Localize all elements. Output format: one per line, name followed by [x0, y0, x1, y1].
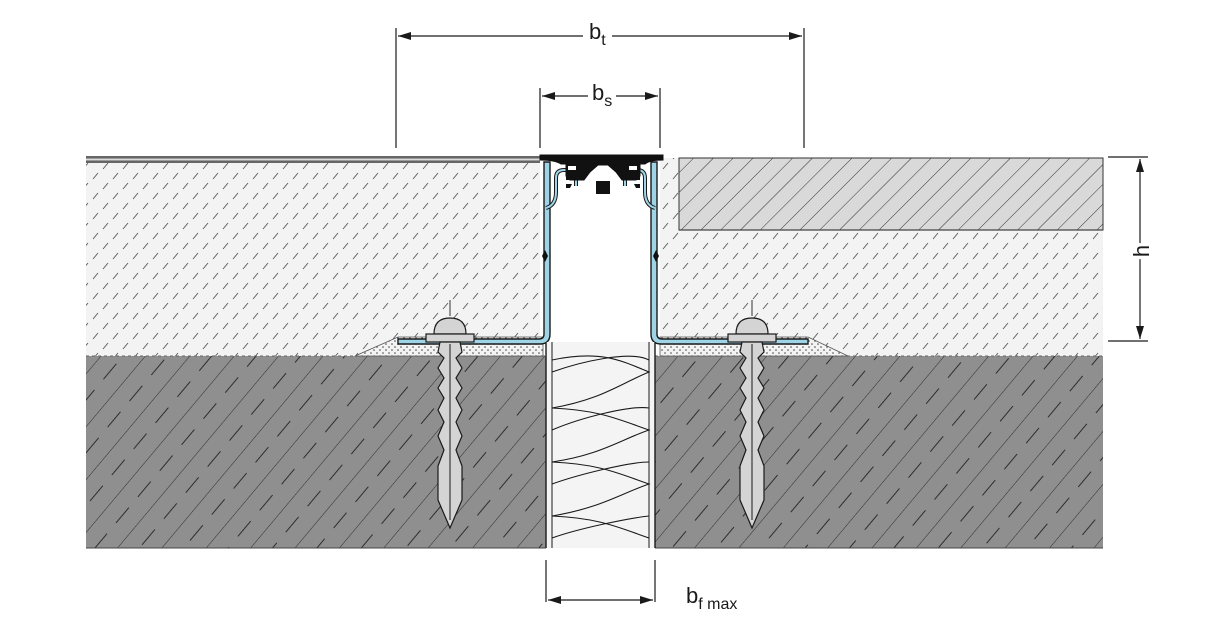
concrete-substrate	[86, 356, 1103, 549]
anchor-right	[727, 300, 777, 530]
tile-covering	[678, 157, 1104, 231]
dimension-label-bt: bt	[583, 19, 612, 49]
dimension-label-bs-main: b	[592, 80, 605, 105]
dimension-label-bt-sub: t	[601, 32, 606, 49]
dimension-label-bf-main: b	[686, 583, 699, 608]
dimension-label-bs-sub: s	[604, 93, 613, 110]
joint-filler	[545, 342, 656, 548]
dimension-label-bf-max: bf max	[684, 583, 739, 613]
thin-floor-covering	[86, 156, 540, 163]
dimension-label-bs: bs	[588, 80, 617, 110]
dimension-label-h: h	[1129, 242, 1155, 260]
dimension-bf-max	[545, 560, 656, 604]
dimension-label-bt-main: b	[589, 19, 602, 44]
anchor-left	[425, 300, 475, 530]
dimension-label-bf-sub: f max	[698, 596, 738, 613]
elastomer-insert	[539, 154, 664, 194]
